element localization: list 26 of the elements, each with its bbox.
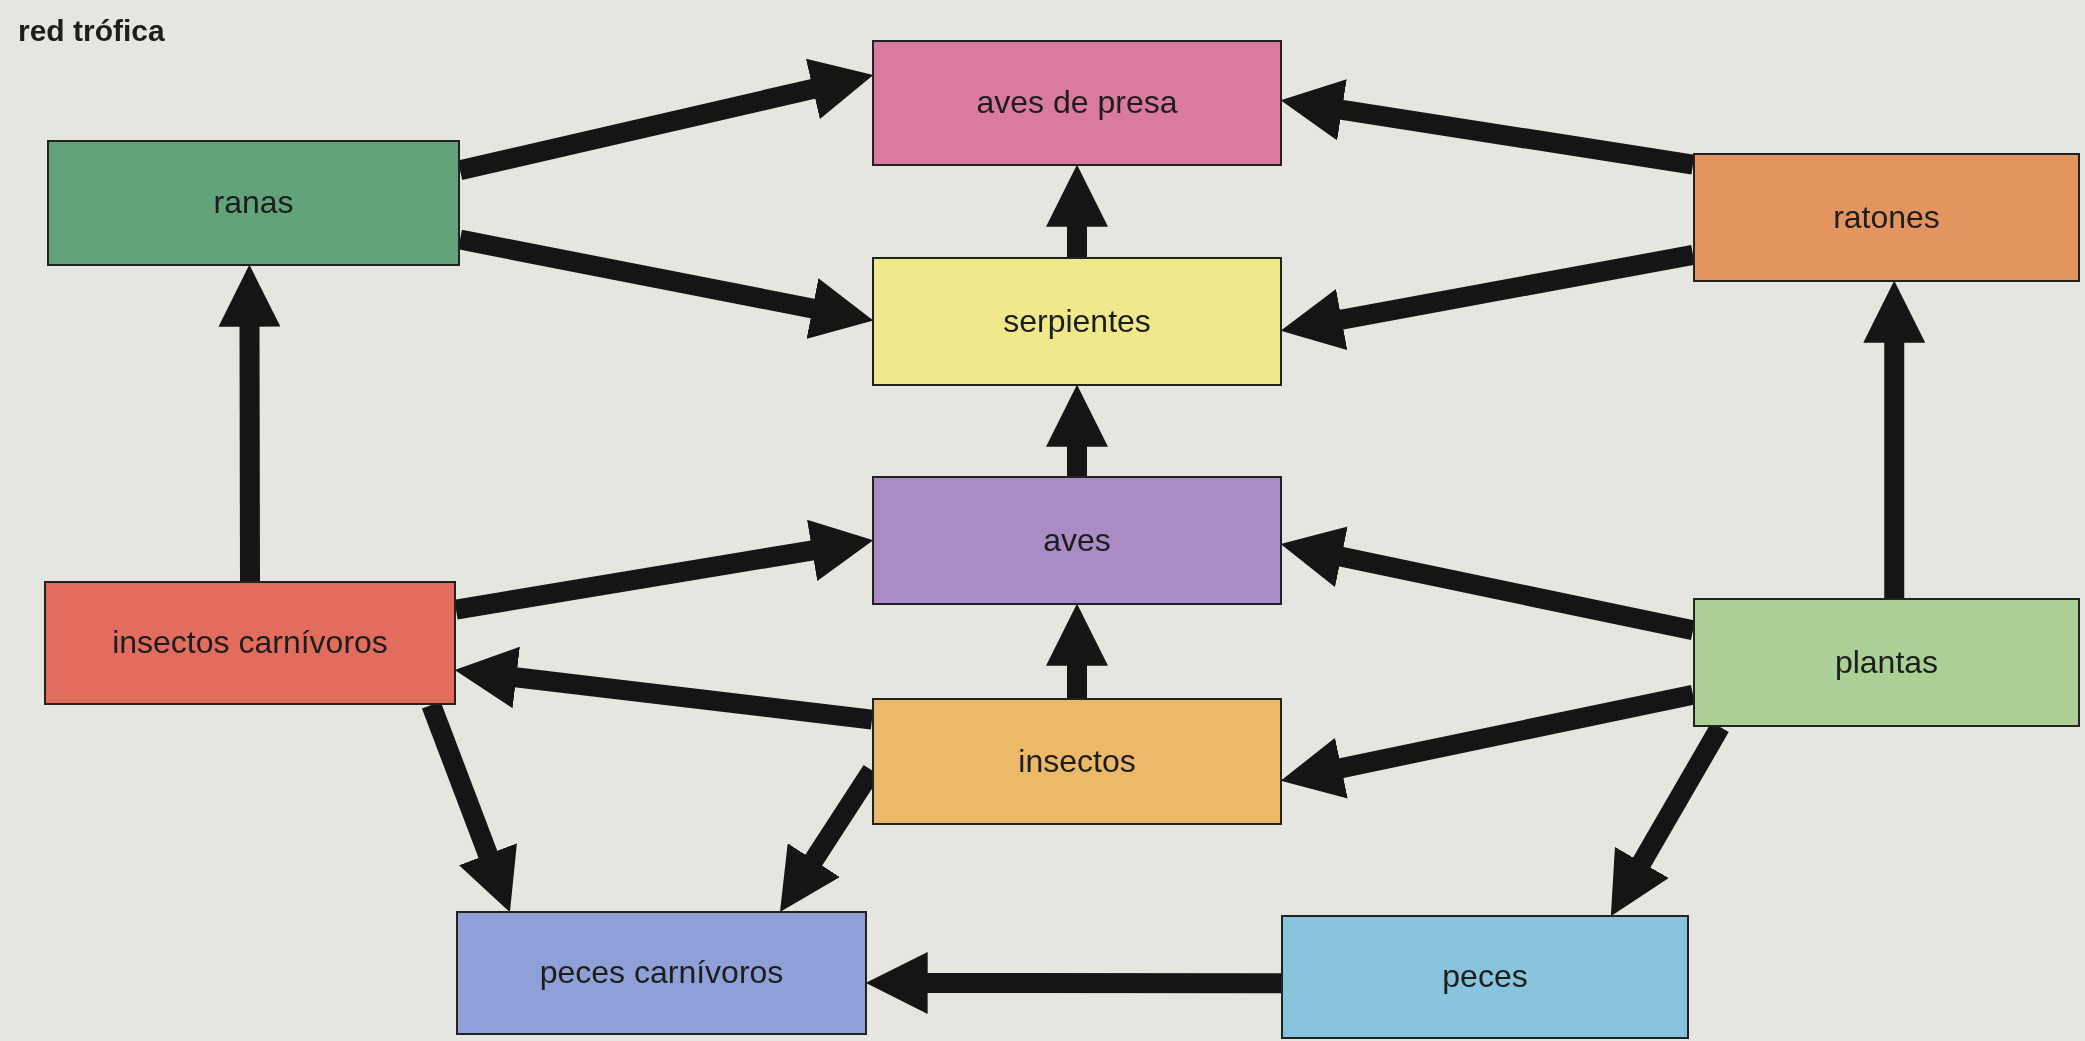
- arrow: [218, 264, 281, 582]
- node-label: ratones: [1833, 200, 1940, 235]
- node-label: insectos carnívoros: [112, 626, 388, 660]
- node-label: ranas: [213, 186, 294, 220]
- node-label: plantas: [1834, 645, 1939, 680]
- node-label: aves: [1043, 523, 1111, 558]
- node-box: [872, 698, 1282, 825]
- node-box: [44, 581, 456, 705]
- arrow: [1863, 280, 1926, 598]
- arrow: [1046, 384, 1108, 476]
- node-box: [456, 911, 867, 1035]
- arrow: [1046, 164, 1108, 257]
- node-box: [872, 476, 1282, 605]
- node-box: [1281, 915, 1689, 1039]
- node-box: [1693, 153, 2080, 282]
- diagram-title: red trófica: [18, 14, 165, 48]
- node-label: serpientes: [1003, 304, 1151, 339]
- node-box: [1693, 598, 2080, 727]
- node-label: peces carnívoros: [539, 956, 784, 990]
- node-label: peces: [1442, 960, 1528, 994]
- node-label: insectos: [1018, 744, 1136, 779]
- node-box: [872, 40, 1282, 166]
- node-label: aves de presa: [976, 86, 1178, 120]
- node-box: [47, 140, 460, 266]
- node-box: [872, 257, 1282, 386]
- arrow: [1046, 603, 1108, 698]
